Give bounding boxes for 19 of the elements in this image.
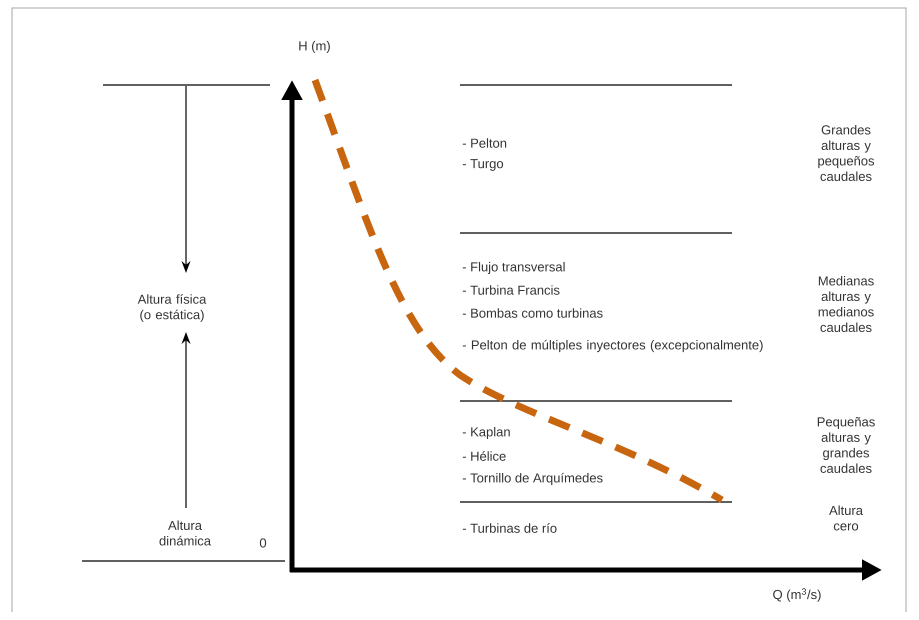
turbine-item: - Tornillo de Arquímedes — [462, 472, 603, 486]
turbine-item: - Turbinas de río — [462, 523, 557, 533]
dimension-label: Altura dinámica — [160, 520, 211, 546]
turbine-item: - Turgo — [462, 159, 504, 171]
axis-label: 0 — [260, 538, 266, 548]
turbine-item: - Bombas como turbinas — [462, 308, 603, 318]
turbine-item: - Pelton de múltiples inyectores (excepcionalmente) — [462, 340, 763, 352]
range-label: Grandes alturas y pequeños caudales — [818, 124, 874, 182]
turbine-item: - Turbina Francis — [462, 285, 560, 295]
range-label: Medianas alturas y medianos caudales — [818, 276, 874, 332]
range-label: Altura cero — [829, 505, 863, 531]
axis-label: H (m) — [299, 40, 330, 54]
dimension-label: Altura física (o estática) — [138, 294, 206, 322]
axis-label: Q (m$^{3}$/s) — [773, 588, 821, 602]
turbine-item: - Flujo transversal — [462, 262, 565, 274]
turbine-item: - Kaplan — [462, 426, 510, 440]
turbine-item: - Pelton — [462, 138, 506, 148]
turbine-item: - Hélice — [462, 451, 506, 461]
range-label: Pequeñas alturas y grandes caudales — [818, 417, 875, 473]
